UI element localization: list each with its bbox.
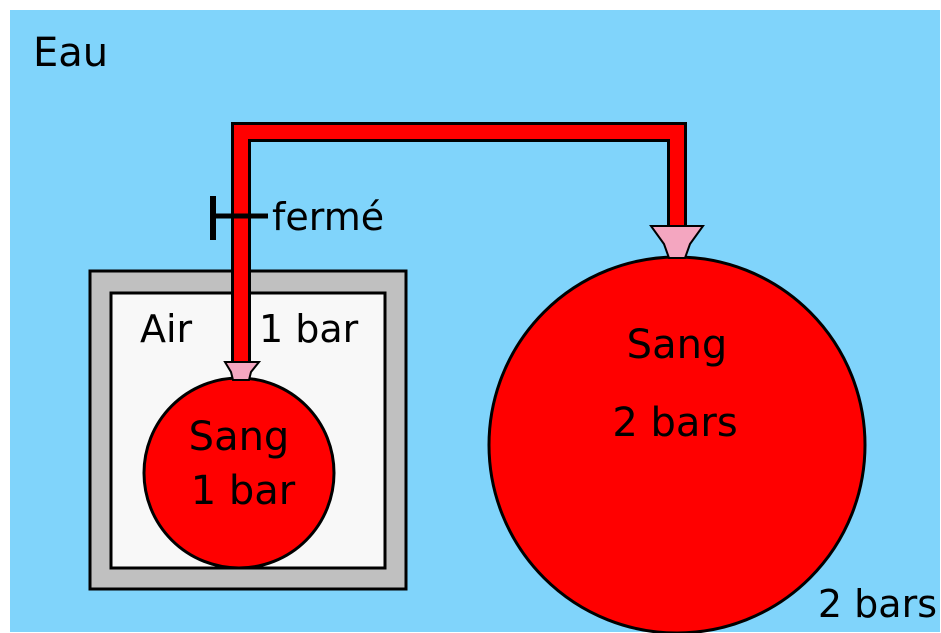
large-pressure-label: 2 bars <box>612 400 737 446</box>
blood-tube-fill <box>234 125 684 362</box>
large-sphere-connector <box>649 225 705 259</box>
large-blood-label: Sang <box>627 322 728 368</box>
small-pressure-label: 1 bar <box>191 468 296 514</box>
air-pressure-label: 1 bar <box>259 307 359 351</box>
small-sphere-connector <box>223 361 262 381</box>
air-label: Air <box>140 307 193 351</box>
water-label: Eau <box>33 30 108 76</box>
small-blood-label: Sang <box>189 414 290 460</box>
water-pressure-label: 2 bars <box>818 582 937 626</box>
valve-state-label: fermé <box>272 195 384 239</box>
valve-icon <box>210 196 268 240</box>
